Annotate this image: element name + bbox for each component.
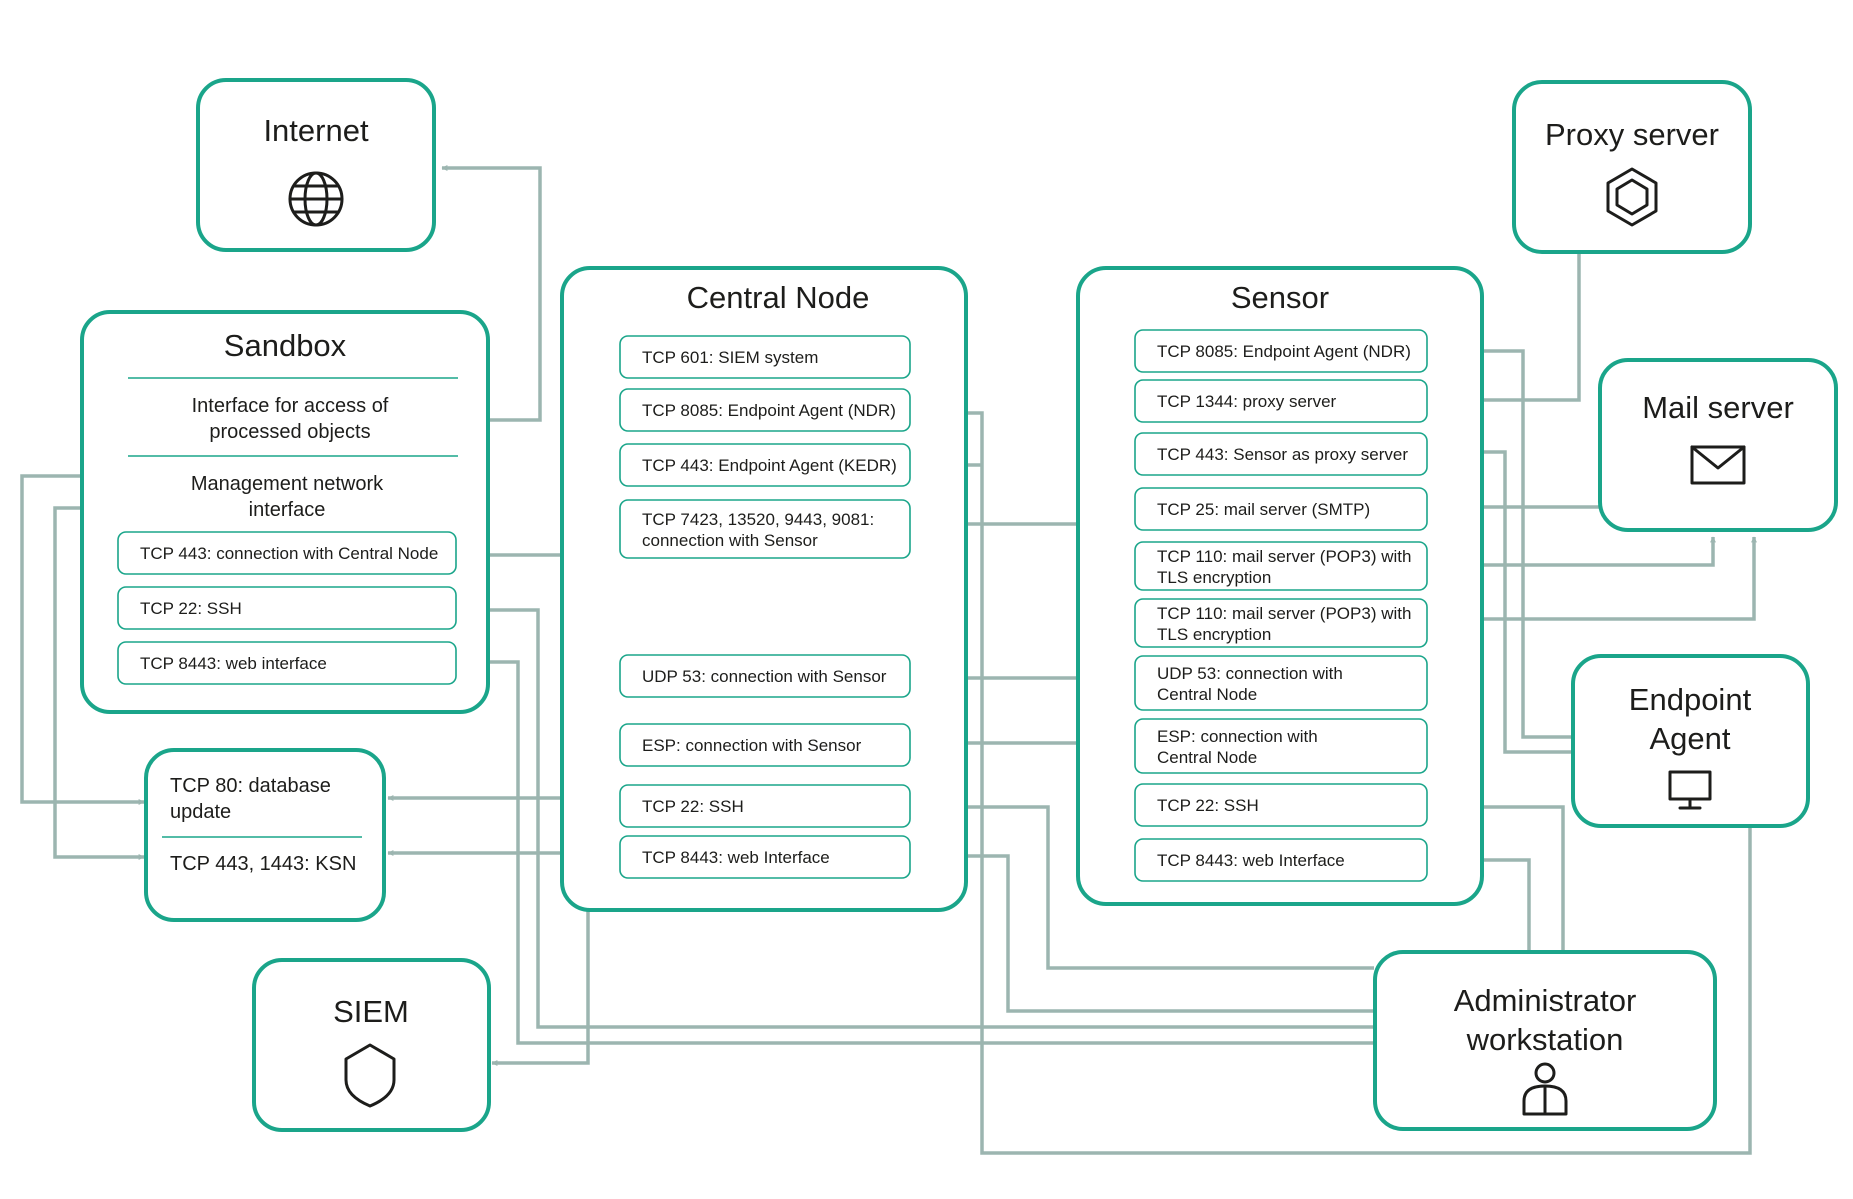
connector-sensor-mail-pop3-1	[1425, 536, 1716, 567]
sensor-port: TCP 22: SSH	[1134, 783, 1428, 827]
sensor-port-label: ESP: connection with	[1157, 727, 1318, 746]
internet-node: Internet	[196, 78, 436, 252]
central-port: TCP 443: Endpoint Agent (KEDR)	[619, 443, 911, 487]
internet-title: Internet	[263, 113, 369, 148]
central-port: TCP 601: SIEM system	[619, 335, 911, 379]
sandbox-port-label: TCP 443: connection with Central Node	[140, 544, 438, 563]
sandbox-port-label: TCP 22: SSH	[140, 599, 242, 618]
central-port-label: TCP 22: SSH	[642, 797, 744, 816]
sensor-port-label: TCP 1344: proxy server	[1157, 392, 1337, 411]
sensor-port-label-line2: TLS encryption	[1157, 625, 1271, 644]
central-title: Central Node	[687, 280, 870, 315]
central-port: TCP 7423, 13520, 9443, 9081: connection w…	[619, 499, 911, 559]
endpoint-title-line2: Agent	[1649, 721, 1730, 756]
sensor-port-label: TCP 8443: web Interface	[1157, 851, 1345, 870]
update-line2: update	[170, 801, 231, 823]
sandbox-port: TCP 22: SSH	[117, 586, 457, 630]
sensor-port-label: TCP 25: mail server (SMTP)	[1157, 500, 1370, 519]
central-port: TCP 8085: Endpoint Agent (NDR)	[619, 388, 911, 432]
ksn-label: TCP 443, 1443: KSN	[170, 853, 356, 875]
user-icon	[1522, 1062, 1568, 1116]
sensor-port-label: UDP 53: connection with	[1157, 664, 1343, 683]
shield-icon	[344, 1043, 396, 1108]
central-port: TCP 8443: web Interface	[619, 835, 911, 879]
connector-sandbox-internet	[441, 165, 542, 423]
mail-title: Mail server	[1642, 390, 1794, 425]
sensor-port: TCP 443: Sensor as proxy server	[1134, 432, 1428, 476]
central-port: ESP: connection with Sensor	[619, 723, 911, 767]
sensor-port-label: TCP 443: Sensor as proxy server	[1157, 445, 1408, 464]
central-port-label: TCP 443: Endpoint Agent (KEDR)	[642, 456, 897, 475]
mail-server-node: Mail server	[1598, 358, 1838, 532]
sandbox-port: TCP 443: connection with Central Node	[117, 531, 457, 575]
central-port-label: ESP: connection with Sensor	[642, 736, 862, 755]
siem-title: SIEM	[333, 994, 409, 1029]
update-line1: TCP 80: database	[170, 775, 331, 797]
connector-admin-sandbox-ssh	[457, 607, 1374, 1029]
globe-icon	[288, 171, 344, 227]
sensor-port-label: TCP 110: mail server (POP3) with	[1157, 604, 1411, 623]
sensor-port: TCP 1344: proxy server	[1134, 379, 1428, 423]
siem-node: SIEM	[252, 958, 491, 1132]
central-port-label: TCP 8443: web Interface	[642, 848, 830, 867]
sensor-port: TCP 25: mail server (SMTP)	[1134, 487, 1428, 531]
sandbox-port-label: TCP 8443: web interface	[140, 654, 327, 673]
sandbox-port: TCP 8443: web interface	[117, 641, 457, 685]
central-port-label: TCP 601: SIEM system	[642, 348, 818, 367]
central-port-label: TCP 8085: Endpoint Agent (NDR)	[642, 401, 896, 420]
sandbox-mgmt-line1: Management network	[191, 473, 384, 495]
proxy-title: Proxy server	[1545, 117, 1719, 152]
connector-mgmt-update	[20, 474, 145, 805]
hexagon-icon	[1606, 167, 1658, 227]
endpoint-title-line1: Endpoint	[1629, 682, 1752, 717]
admin-workstation-node: Administrator workstation	[1373, 950, 1717, 1131]
admin-title-line1: Administrator	[1454, 983, 1637, 1018]
sandbox-interface-line2: processed objects	[209, 421, 370, 443]
connector-sensor-mail-pop3-2	[1425, 536, 1757, 621]
sandbox-interface-line1: Interface for access of	[192, 395, 389, 417]
envelope-icon	[1690, 445, 1746, 485]
sensor-port: TCP 8443: web Interface	[1134, 838, 1428, 882]
sensor-title: Sensor	[1231, 280, 1329, 315]
connector-admin-central-ssh	[909, 804, 1374, 970]
sandbox-title: Sandbox	[224, 328, 347, 363]
sensor-port-label-line2: Central Node	[1157, 748, 1257, 767]
central-port-label: UDP 53: connection with Sensor	[642, 667, 887, 686]
central-port: TCP 22: SSH	[619, 784, 911, 828]
monitor-icon	[1668, 770, 1712, 810]
sandbox-node: Sandbox Interface for access of processe…	[80, 310, 490, 714]
sensor-port-label: TCP 22: SSH	[1157, 796, 1259, 815]
sensor-port-label-line2: Central Node	[1157, 685, 1257, 704]
central-port: UDP 53: connection with Sensor	[619, 654, 911, 698]
sensor-port-label-line2: TLS encryption	[1157, 568, 1271, 587]
central-port-label: TCP 7423, 13520, 9443, 9081:	[642, 510, 874, 529]
proxy-server-node: Proxy server	[1512, 80, 1752, 254]
central-port-label-line2: connection with Sensor	[642, 531, 818, 550]
sensor-port-label: TCP 110: mail server (POP3) with	[1157, 547, 1411, 566]
update-ksn-node: TCP 80: database update TCP 443, 1443: K…	[144, 748, 386, 922]
sandbox-mgmt-line2: interface	[249, 499, 326, 521]
sensor-port-label: TCP 8085: Endpoint Agent (NDR)	[1157, 342, 1411, 361]
endpoint-agent-node: Endpoint Agent	[1571, 654, 1810, 828]
sensor-port: TCP 8085: Endpoint Agent (NDR)	[1134, 329, 1428, 373]
admin-title-line2: workstation	[1466, 1022, 1624, 1057]
sensor-node: Sensor TCP 8085: Endpoint Agent (NDR) TCP…	[1076, 266, 1484, 906]
